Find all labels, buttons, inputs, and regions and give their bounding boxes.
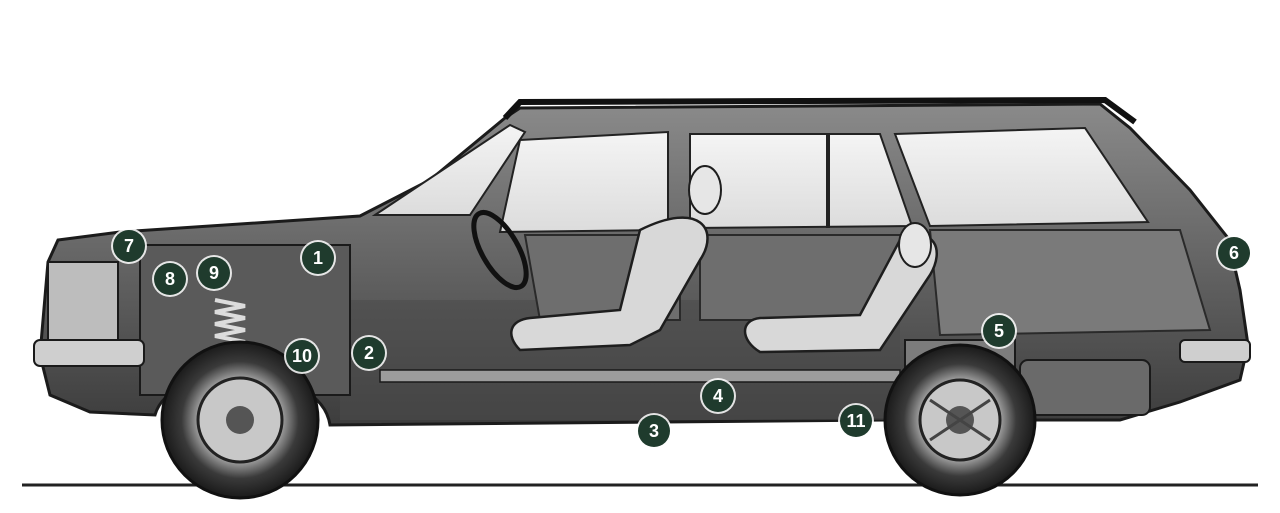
callout-10[interactable]: 10 [286,340,318,372]
roof-rail [502,96,1137,125]
callout-1[interactable]: 1 [302,242,334,274]
callout-11[interactable]: 11 [840,405,872,437]
front-headrest [688,165,722,215]
callout-4[interactable]: 4 [702,380,734,412]
callout-3[interactable]: 3 [638,415,670,447]
drive-shaft [379,369,901,383]
rear-wheel [883,343,1037,497]
front-door-window [498,130,669,234]
front-seat [510,216,709,352]
rear-door-window [689,133,914,230]
front-bumper [33,339,145,367]
callout-2[interactable]: 2 [353,337,385,369]
rear-bumper [1179,339,1251,363]
rear-quarter-window [893,126,1150,228]
windshield [371,123,527,216]
steering-wheel [471,210,529,290]
callout-9[interactable]: 9 [198,257,230,289]
callout-7[interactable]: 7 [113,230,145,262]
rear-headrest [898,222,932,268]
callout-5[interactable]: 5 [983,315,1015,347]
exhaust-silencer [1019,359,1151,416]
cargo-area [928,229,1212,337]
callout-6[interactable]: 6 [1218,237,1250,269]
front-grille [47,261,119,343]
front-wheel [160,340,320,500]
callout-8[interactable]: 8 [154,263,186,295]
